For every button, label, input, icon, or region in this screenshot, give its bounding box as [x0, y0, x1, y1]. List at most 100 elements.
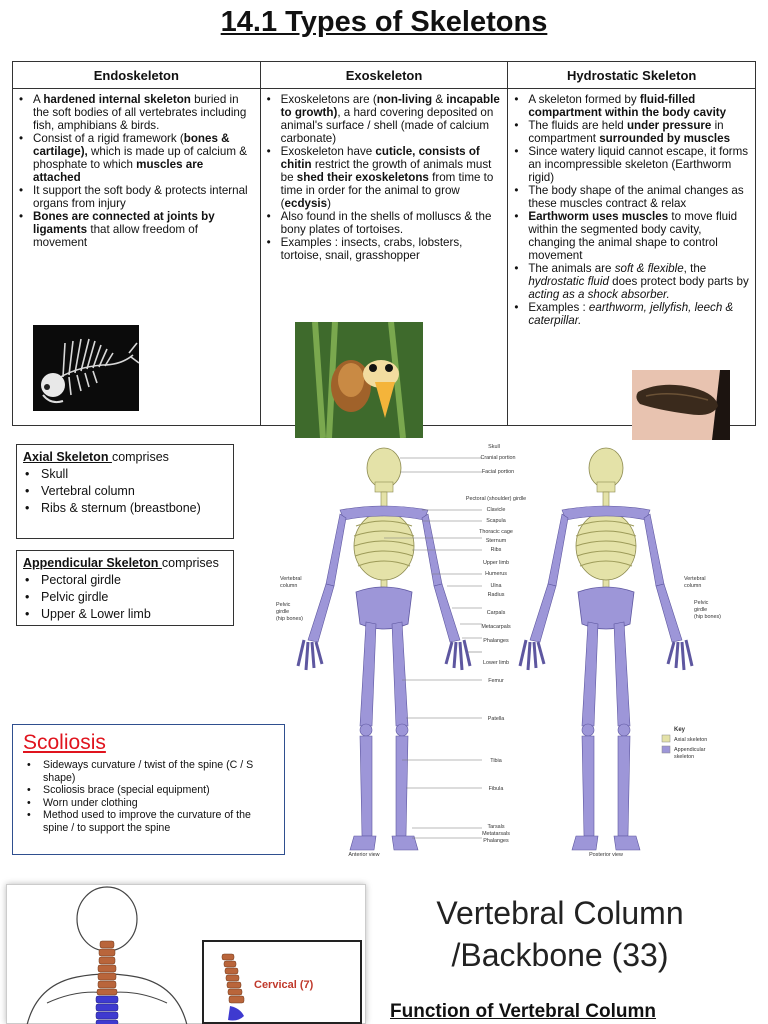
- header-exoskeleton: Exoskeleton: [261, 62, 509, 88]
- list-item: Examples : earthworm, jellyfish, leech &…: [512, 301, 749, 327]
- list-item: The animals are soft & flexible, the hyd…: [512, 262, 749, 301]
- label-phalanges-foot: Phalanges: [483, 838, 509, 844]
- key-axial-label: Axial skeleton: [674, 737, 707, 743]
- list-item: A skeleton formed by fluid-filled compar…: [512, 93, 749, 119]
- vertebral-column-title: Vertebral Column /Backbone (33): [400, 892, 720, 976]
- list-item: Since watery liquid cannot escape, it fo…: [512, 145, 749, 184]
- list-item: Exoskeletons are (non-living & incapable…: [265, 93, 502, 145]
- list-item: Bones are connected at joints by ligamen…: [17, 210, 254, 249]
- label-tibia: Tibia: [490, 758, 501, 764]
- endoskeleton-column: A hardened internal skeleton buried in t…: [13, 89, 261, 425]
- header-endoskeleton: Endoskeleton: [13, 62, 261, 88]
- label-anterior-view: Anterior view: [348, 852, 379, 858]
- label-pectoral: Pectoral (shoulder) girdle: [466, 496, 526, 502]
- vertebral-title-line-1: Vertebral Column: [436, 895, 684, 931]
- label-phalanges: Phalanges: [483, 638, 509, 644]
- list-item: Upper & Lower limb: [23, 606, 227, 623]
- label-metatarsals: Metatarsals: [482, 831, 510, 837]
- list-item: Scoliosis brace (special equipment): [23, 784, 274, 797]
- label-pelvic-left-1: Pelvic: [276, 602, 291, 608]
- function-heading: Function of Vertebral Column: [390, 1001, 657, 1022]
- scoliosis-list: Sideways curvature / twist of the spine …: [23, 759, 274, 835]
- list-item: Sideways curvature / twist of the spine …: [23, 759, 274, 784]
- list-item: Pectoral girdle: [23, 572, 227, 589]
- list-item: Consist of a rigid framework (bones & ca…: [17, 132, 254, 184]
- axial-heading-suffix: comprises: [111, 450, 169, 464]
- exoskeleton-column: Exoskeletons are (non-living & incapable…: [261, 89, 509, 438]
- label-vertebral-left-1: Vertebral: [280, 576, 302, 582]
- list-item: Also found in the shells of molluscs & t…: [265, 210, 502, 236]
- label-sternum: Sternum: [486, 538, 507, 544]
- label-fibula: Fibula: [489, 786, 504, 792]
- key-title: Key: [674, 727, 686, 733]
- label-carpals: Carpals: [487, 610, 506, 616]
- label-tarsals: Tarsals: [487, 824, 504, 830]
- appendicular-heading-suffix: comprises: [161, 556, 219, 570]
- appendicular-heading: Appendicular Skeleton comprises: [23, 555, 227, 572]
- list-item: Examples : insects, crabs, lobsters, tor…: [265, 236, 502, 262]
- key-appendicular-label-2: skeleton: [674, 754, 694, 760]
- label-vertebral-left-2: column: [280, 583, 297, 589]
- list-item: The fluids are held under pressure in co…: [512, 119, 749, 145]
- table-header-row: Endoskeleton Exoskeleton Hydrostatic Ske…: [13, 62, 755, 89]
- exoskeleton-list: Exoskeletons are (non-living & incapable…: [265, 93, 502, 262]
- label-pelvic-right-2: girdle: [694, 607, 707, 613]
- label-facial: Facial portion: [482, 469, 514, 475]
- list-item: The body shape of the animal changes as …: [512, 184, 749, 210]
- label-lower-limb: Lower limb: [483, 660, 509, 666]
- list-item: Method used to improve the curvature of …: [23, 809, 274, 834]
- list-item: Earthworm uses muscles to move fluid wit…: [512, 210, 749, 262]
- posterior-skeleton: [518, 446, 694, 852]
- label-radius: Radius: [488, 592, 505, 598]
- anterior-skeleton: [296, 446, 472, 852]
- label-scapula: Scapula: [486, 518, 505, 524]
- list-item: Skull: [23, 466, 227, 483]
- label-pelvic-right-1: Pelvic: [694, 600, 709, 606]
- label-posterior-view: Posterior view: [589, 852, 623, 858]
- label-cranial: Cranial portion: [480, 455, 515, 461]
- figure-key: Key Axial skeleton Appendicular skeleton: [661, 727, 707, 760]
- appendicular-skeleton-box: Appendicular Skeleton comprises Pectoral…: [16, 550, 234, 626]
- axial-list: Skull Vertebral column Ribs & sternum (b…: [23, 466, 227, 517]
- appendicular-heading-term: Appendicular Skeleton: [23, 556, 162, 570]
- label-vertebral-right-1: Vertebral: [684, 576, 706, 582]
- key-appendicular-swatch: [661, 745, 671, 754]
- label-thoracic: Thoracic cage: [479, 529, 513, 535]
- list-item: Pelvic girdle: [23, 589, 227, 606]
- list-item: Vertebral column: [23, 483, 227, 500]
- cervical-label: Cervical (7): [254, 979, 314, 991]
- axial-heading: Axial Skeleton comprises: [23, 449, 227, 466]
- label-vertebral-right-2: column: [684, 583, 701, 589]
- label-pelvic-left-3: (hip bones): [276, 616, 303, 622]
- list-item: It support the soft body & protects inte…: [17, 184, 254, 210]
- list-item: Ribs & sternum (breastbone): [23, 500, 227, 517]
- endoskeleton-list: A hardened internal skeleton buried in t…: [17, 93, 254, 249]
- label-patella: Patella: [488, 716, 504, 722]
- list-item: Exoskeleton have cuticle, consists of ch…: [265, 145, 502, 210]
- page-title: 14.1 Types of Skeletons: [220, 6, 548, 38]
- label-pelvic-left-2: girdle: [276, 609, 289, 615]
- label-skull: Skull: [488, 444, 500, 450]
- header-hydrostatic: Hydrostatic Skeleton: [567, 68, 697, 83]
- cicada-molting-image: [294, 322, 423, 438]
- key-appendicular-label-1: Appendicular: [674, 747, 706, 753]
- label-femur: Femur: [488, 678, 504, 684]
- label-metacarpals: Metacarpals: [481, 624, 511, 630]
- axial-skeleton-box: Axial Skeleton comprises Skull Vertebral…: [16, 444, 234, 539]
- label-clavicle: Clavicle: [487, 507, 506, 513]
- scoliosis-box: Scoliosis Sideways curvature / twist of …: [12, 724, 285, 855]
- label-upper-limb: Upper limb: [483, 560, 509, 566]
- axial-heading-term: Axial Skeleton: [23, 450, 112, 464]
- list-item: A hardened internal skeleton buried in t…: [17, 93, 254, 132]
- hydrostatic-list: A skeleton formed by fluid-filled compar…: [512, 93, 749, 327]
- fish-skeleton-image: [33, 325, 139, 411]
- skeleton-types-table: Endoskeleton Exoskeleton Hydrostatic Ske…: [12, 61, 756, 440]
- label-humerus: Humerus: [485, 571, 507, 577]
- human-skeleton-figure: Skull Cranial portion Facial portion Pec…: [272, 438, 762, 860]
- list-item: Worn under clothing: [23, 797, 274, 810]
- label-pelvic-right-3: (hip bones): [694, 614, 721, 620]
- label-ulna: Ulna: [490, 583, 501, 589]
- scoliosis-title: Scoliosis: [23, 731, 106, 754]
- appendicular-list: Pectoral girdle Pelvic girdle Upper & Lo…: [23, 572, 227, 623]
- cervical-inset: Cervical (7): [202, 940, 362, 1024]
